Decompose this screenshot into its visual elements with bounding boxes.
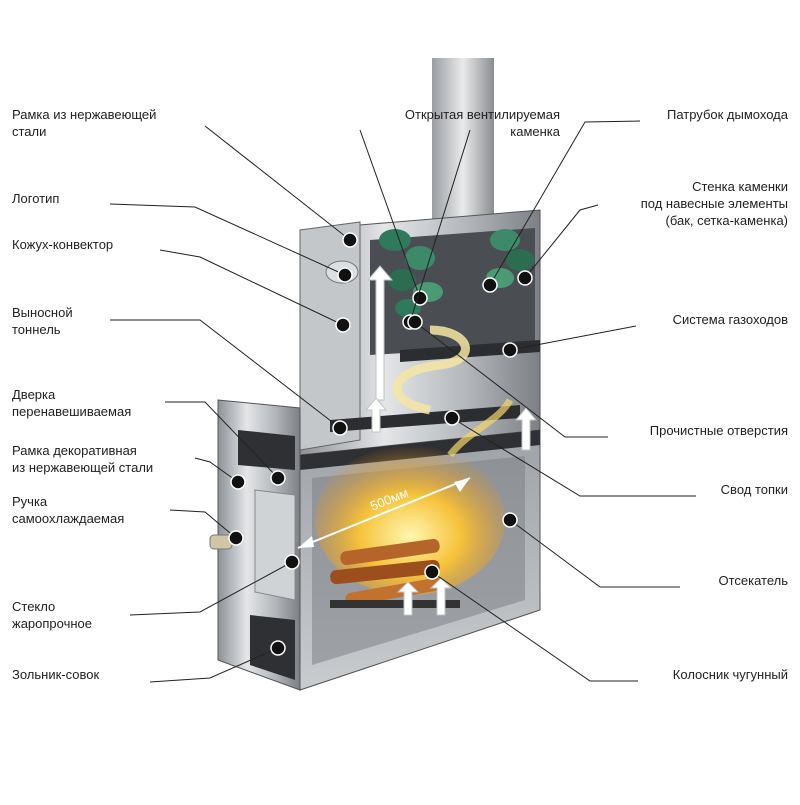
leader-dverka [165, 401, 279, 479]
leader-ramka-dekor [194, 457, 239, 483]
callout-dot-ruchka [228, 530, 244, 546]
leader-patrubok [489, 120, 641, 286]
label-logotip: Логотип [12, 191, 60, 206]
callout-dot-tonnel [332, 420, 348, 436]
leader-steklo [129, 561, 293, 616]
leader-kolosnik [431, 571, 638, 682]
label-otsekatel: Отсекатель [718, 573, 788, 588]
label-zolnik: Зольник-совок [12, 667, 100, 682]
label-gazohody: Система газоходов [672, 312, 788, 327]
leader-logotip [109, 203, 346, 276]
leader-ramka-nerzh [204, 125, 351, 241]
callout-dot-patrubok [482, 277, 498, 293]
leader-kamenka-a [359, 129, 421, 299]
firewood [330, 538, 445, 606]
label-kozhuh: Кожух-конвектор [12, 237, 114, 252]
leader-svod [451, 417, 696, 497]
callout-dot-zolnik [270, 640, 286, 656]
callout-dot-dverka [270, 470, 286, 486]
callout-dot-kolosnik [424, 564, 440, 580]
callout-dot-kozhuh [335, 317, 351, 333]
callout-dot-svod [444, 410, 460, 426]
callout-dot-kamenka-a [412, 290, 428, 306]
leader-gazohody [509, 325, 637, 351]
leader-ruchka [169, 509, 237, 539]
callout-dot-ramka-dekor [230, 474, 246, 490]
label-svod: Свод топки [720, 482, 788, 497]
leader-kozhuh [159, 249, 344, 326]
leader-kamenka-b [409, 129, 471, 323]
label-prochistnye: Прочистные отверстия [649, 423, 788, 438]
callout-dot-stenka [517, 270, 533, 286]
callout-dot-otsekatel [502, 512, 518, 528]
leader-tonnel [110, 319, 341, 429]
leader-lines [109, 120, 696, 683]
callout-dot-prochistnye [407, 314, 423, 330]
leader-otsekatel [509, 519, 680, 588]
glass-window [254, 489, 296, 601]
air-flow-arrows [364, 265, 538, 616]
callout-dot-gazohody [502, 342, 518, 358]
cast-iron-grate [330, 600, 460, 608]
label-patrubok: Патрубок дымохода [666, 107, 788, 122]
callout-dot-logotip [337, 267, 353, 283]
callout-dot-steklo [284, 554, 300, 570]
leader-zolnik [149, 647, 279, 683]
callout-dot-ramka-nerzh [342, 232, 358, 248]
label-kolosnik: Колосник чугунный [672, 667, 788, 682]
leader-prochistnye [414, 321, 608, 438]
leader-stenka [524, 204, 599, 279]
dimension-arrow [297, 477, 471, 549]
